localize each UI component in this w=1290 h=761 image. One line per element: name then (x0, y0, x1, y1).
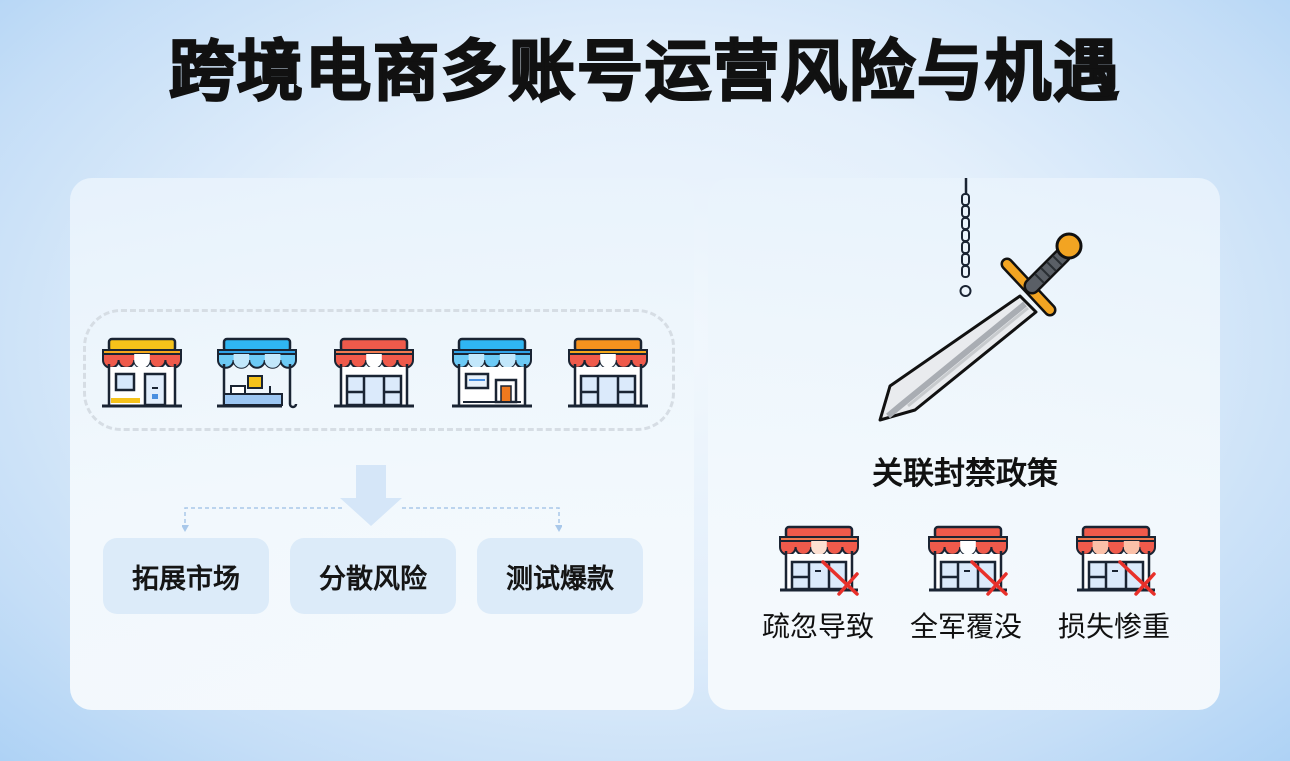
arrow-down-icon (340, 465, 402, 526)
branch-connector (182, 507, 562, 532)
benefit-diversify-risk: 分散风险 (290, 538, 456, 614)
policy-title: 关联封禁政策 (872, 456, 1058, 492)
opportunities-panel (70, 178, 694, 710)
store-icon-blue-counter (217, 337, 298, 409)
store-icon-yellow (102, 337, 182, 408)
banned-store-icon-3 (1076, 525, 1156, 596)
store-accounts-group (83, 309, 675, 431)
consequence-heavy-loss: 损失惨重 (1057, 610, 1170, 643)
consequence-total-loss: 全军覆没 (909, 610, 1022, 643)
page-title: 跨境电商多账号运营风险与机遇 (168, 32, 1121, 111)
store-icon-orange (568, 337, 648, 408)
benefit-test-bestseller: 测试爆款 (477, 538, 643, 614)
banned-store-icon-1 (779, 525, 859, 596)
store-icon-blue-window (452, 337, 532, 408)
consequence-negligence: 疏忽导致 (761, 610, 874, 643)
benefit-expand-market: 拓展市场 (103, 538, 269, 614)
store-icon-red (334, 337, 414, 408)
hanging-sword-icon (878, 178, 1083, 422)
banned-store-icon-2 (928, 525, 1008, 596)
